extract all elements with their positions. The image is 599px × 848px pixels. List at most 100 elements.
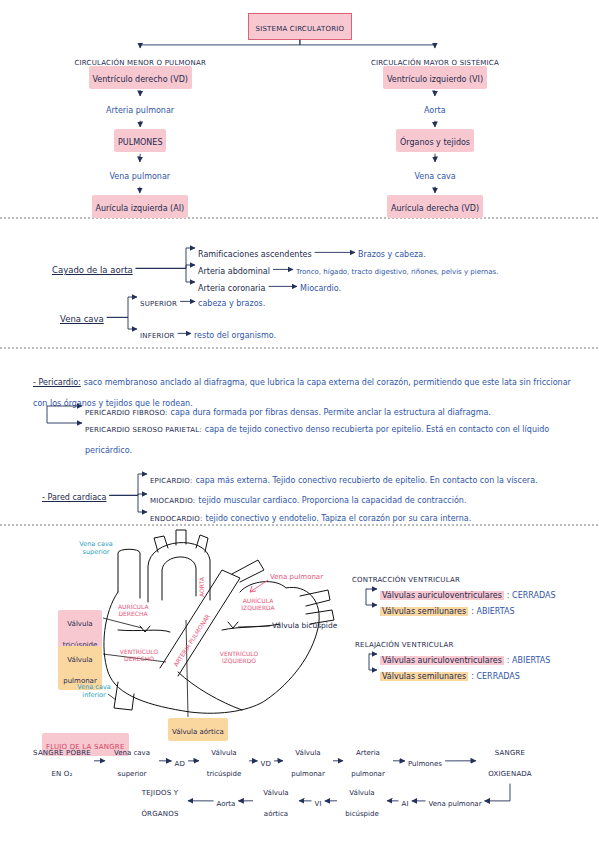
text-node: PERICARDIO SEROSO PARIETAL:capa de tejid…	[85, 417, 555, 459]
node-text: Vena cava	[415, 172, 456, 181]
text-node: PERICARDIO FIBROSO:capa dura formada por…	[85, 400, 585, 421]
node-text: Válvula pulmonar	[291, 749, 325, 778]
text-node: Vena pulmonar	[110, 164, 171, 185]
node-text: MIOCARDIO:	[150, 497, 195, 505]
connector	[238, 800, 253, 801]
text-node: CONTRACCIÓN VENTRICULAR	[352, 567, 460, 588]
node-text: Válvula bicúspide	[345, 789, 378, 818]
node-text: - Pared cardiaca	[42, 493, 106, 502]
text-node: Tronco, hígado, tracto digestivo, riñone…	[296, 259, 498, 280]
node-text: Válvulas auriculoventriculares	[380, 591, 504, 600]
heart-outline	[104, 582, 319, 714]
node-detail: : CERRADAS	[507, 591, 556, 600]
part-label: Vena cava superior	[74, 541, 118, 557]
text-node: AI	[402, 791, 409, 812]
text-node: Aorta	[217, 791, 236, 812]
text-node: Válvulas auriculoventriculares: ABIERTAS	[380, 648, 550, 669]
connector	[136, 248, 195, 268]
text-node: Arteria coronaria	[198, 276, 265, 297]
leader-line	[103, 618, 142, 628]
node-text: Arteria coronaria	[198, 284, 265, 293]
node-text: PULMONES	[118, 138, 162, 147]
text-node: Vena pulmonar	[429, 791, 482, 812]
text-node: Aorta	[424, 98, 446, 119]
text-node: Brazos y cabeza.	[358, 242, 426, 263]
valve-mark	[140, 622, 238, 632]
connector	[180, 301, 195, 302]
connector	[412, 800, 426, 801]
text-node: SUPERIOR	[140, 291, 177, 312]
node-detail: : CERRADAS	[471, 672, 520, 681]
node-text: INFERIOR	[140, 332, 175, 340]
connector	[387, 800, 399, 801]
part-label: ARTERIA PULMONAR	[172, 613, 211, 668]
node-text: Vena pulmonar	[110, 172, 171, 181]
connector	[139, 154, 140, 162]
connector	[140, 91, 141, 96]
node-text: Válvula pulmonar	[63, 656, 97, 685]
text-node: Cayado de la aorta	[52, 258, 133, 279]
connector	[269, 286, 298, 287]
text-node: AD	[175, 751, 186, 772]
node-text: SUPERIOR	[140, 300, 177, 308]
node-text: Válvulas auriculoventriculares	[380, 656, 504, 665]
connector	[325, 800, 337, 801]
septum-line	[178, 672, 242, 710]
connector	[136, 268, 195, 282]
text-node: Válvulas semilunares: ABIERTAS	[380, 599, 515, 620]
connector	[315, 252, 355, 253]
part-label: Válvula bicúspide	[272, 621, 337, 630]
node-text: Válvula aórtica	[172, 728, 224, 736]
connector	[107, 297, 137, 317]
node-text: Órganos y tejidos	[400, 138, 470, 147]
node-text: Vena cava superior	[114, 749, 150, 778]
node-text: TEJIDOS Y ÓRGANOS	[141, 789, 178, 818]
connector	[485, 784, 511, 801]
node-text: Arteria abdominal	[198, 267, 270, 276]
node-text: AI	[402, 800, 409, 808]
connector	[445, 760, 476, 761]
connector	[140, 40, 300, 48]
node-text: cabeza y brazos.	[198, 299, 265, 308]
node-text: VD	[261, 760, 272, 768]
text-node: ENDOCARDIO:tejido conectivo y endotelio.…	[150, 506, 595, 527]
node-text: CONTRACCIÓN VENTRICULAR	[352, 576, 460, 584]
part-label: VENTRÍCULO DERECHO	[116, 648, 162, 662]
node-detail: : ABIERTAS	[507, 656, 550, 665]
connector	[47, 413, 82, 423]
node-text: PERICARDIO FIBROSO:	[85, 409, 168, 417]
part-label: Vena pulmonar	[270, 573, 323, 581]
text-node: Válvulas auriculoventriculares: CERRADAS	[380, 583, 556, 604]
node-text: - Pericardio:	[33, 378, 81, 387]
node-text: Arteria pulmonar	[351, 749, 385, 778]
text-node: - Pericardio:saco membranoso anclado al …	[33, 370, 578, 412]
text-node: Válvulas semilunares: CERRADAS	[380, 664, 520, 685]
node-text: ENDOCARDIO:	[150, 515, 203, 523]
node-text: Válvulas semilunares	[380, 672, 468, 681]
vena-cava-inferior-vessel	[114, 682, 134, 710]
part-label: Vena cava inferior	[72, 684, 116, 700]
highlight-box: Ventrículo derecho (VD)	[89, 66, 192, 89]
leader-line	[186, 620, 188, 717]
node-text: Ventrículo derecho (VD)	[93, 75, 188, 84]
node-detail: capa dura formada por fibras densas. Per…	[171, 408, 491, 417]
pointer-arrow	[250, 580, 268, 592]
node-text: SANGRE OXIGENADA	[488, 749, 532, 778]
aorta-inner-line	[162, 557, 196, 600]
connector	[435, 154, 436, 162]
text-node: Arteria pulmonar	[346, 740, 390, 782]
node-text: Válvula tricúspide	[207, 749, 242, 778]
node-text: Válvulas semilunares	[380, 607, 468, 616]
text-node: EPICARDIO:capa más externa. Tejido conec…	[150, 468, 595, 489]
text-node: Miocardio.	[300, 276, 341, 297]
text-node: SANGRE OXIGENADA	[479, 740, 541, 782]
connector	[139, 187, 140, 193]
text-node: Válvula bicúspide	[340, 780, 384, 822]
node-text: AD	[175, 760, 186, 768]
highlight-box: Aurícula izquierda (AI)	[92, 195, 189, 218]
connector	[435, 187, 436, 193]
dashed-separator	[0, 218, 599, 219]
